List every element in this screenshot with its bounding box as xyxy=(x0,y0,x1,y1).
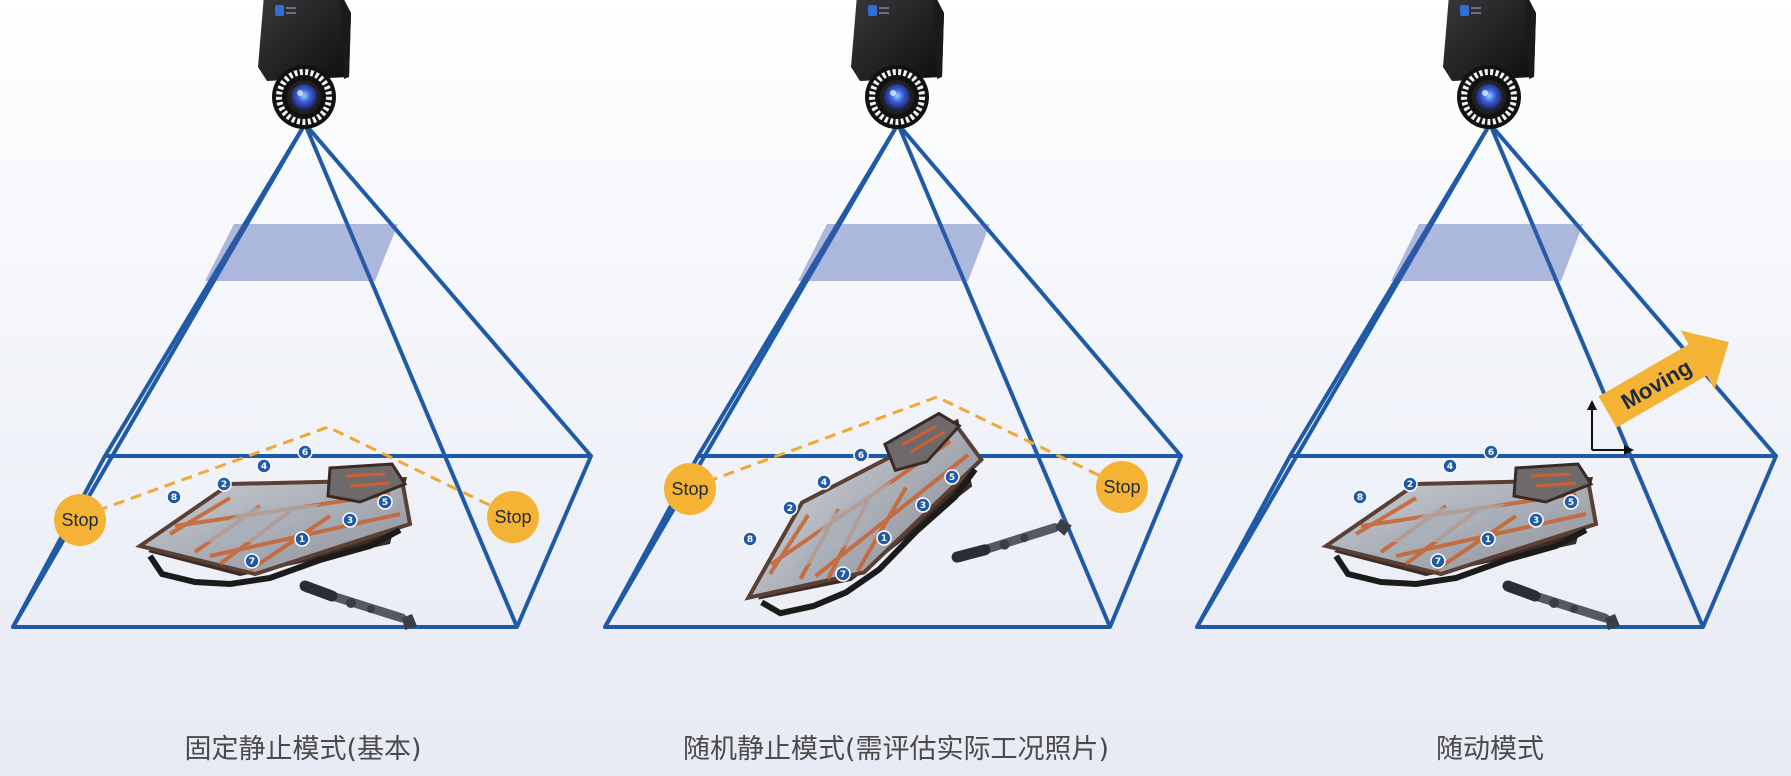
battery-pack-icon xyxy=(712,406,1007,632)
3d-camera-icon xyxy=(1443,0,1536,129)
module-badges: 1 2 3 4 5 6 7 8 xyxy=(1352,444,1579,569)
module-badges: 1 2 3 4 5 6 7 8 xyxy=(166,444,393,569)
svg-text:8: 8 xyxy=(171,493,177,503)
path-line xyxy=(79,425,513,519)
panel-fixed-static: 1 2 3 4 5 6 7 8 Stop Stop 固定静止模式(基本) xyxy=(11,0,593,765)
svg-text:3: 3 xyxy=(1533,516,1539,526)
field-band xyxy=(798,224,990,281)
viewing-frustum xyxy=(1195,122,1778,629)
svg-text:2: 2 xyxy=(787,504,793,514)
svg-text:6: 6 xyxy=(1488,448,1494,458)
svg-text:Stop: Stop xyxy=(671,479,708,499)
panel-caption: 随机静止模式(需评估实际工况照片) xyxy=(683,734,1109,765)
svg-text:6: 6 xyxy=(302,448,308,458)
svg-text:1: 1 xyxy=(299,535,305,545)
svg-text:5: 5 xyxy=(1568,498,1574,508)
svg-text:4: 4 xyxy=(261,462,267,472)
svg-text:7: 7 xyxy=(249,557,255,567)
path-line xyxy=(689,395,1122,490)
stop-marker-right: Stop xyxy=(1096,461,1148,513)
svg-text:5: 5 xyxy=(949,473,955,483)
svg-text:6: 6 xyxy=(858,451,864,461)
svg-text:2: 2 xyxy=(1407,480,1413,490)
robot-tool-icon xyxy=(1508,586,1620,630)
svg-text:7: 7 xyxy=(1435,557,1441,567)
battery-pack-icon xyxy=(140,464,410,584)
coordinate-axes-icon xyxy=(1587,400,1634,455)
svg-text:4: 4 xyxy=(821,478,827,488)
field-band xyxy=(205,224,398,281)
panel-caption: 固定静止模式(基本) xyxy=(184,734,421,765)
robot-tool-icon xyxy=(957,493,1074,593)
svg-text:Stop: Stop xyxy=(61,510,98,530)
stop-marker-left: Stop xyxy=(54,494,106,546)
field-band xyxy=(1391,224,1583,281)
stop-marker-left: Stop xyxy=(664,463,716,515)
stop-marker-right: Stop xyxy=(487,491,539,543)
viewing-frustum xyxy=(11,122,593,629)
svg-text:3: 3 xyxy=(920,501,926,511)
panel-follow-motion: 1 2 3 4 5 6 7 8 Moving 随动模式 xyxy=(1195,0,1778,765)
module-badges: 1 2 3 4 5 6 7 8 xyxy=(742,447,960,582)
viewing-frustum xyxy=(603,122,1183,629)
3d-camera-icon xyxy=(258,0,351,129)
svg-text:5: 5 xyxy=(382,498,388,508)
svg-text:4: 4 xyxy=(1447,462,1453,472)
svg-text:8: 8 xyxy=(1357,493,1363,503)
panel-caption: 随动模式 xyxy=(1436,734,1544,765)
svg-text:Stop: Stop xyxy=(494,507,531,527)
panel-random-static: 1 2 3 4 5 6 7 8 Stop Stop 随机静止模式(需评估实际工况… xyxy=(603,0,1183,765)
svg-text:1: 1 xyxy=(1485,535,1491,545)
svg-text:2: 2 xyxy=(221,480,227,490)
3d-camera-icon xyxy=(851,0,944,129)
svg-text:7: 7 xyxy=(840,570,846,580)
robot-tool-icon xyxy=(305,586,417,630)
battery-pack-icon xyxy=(1326,464,1596,584)
svg-text:8: 8 xyxy=(747,535,753,545)
svg-text:3: 3 xyxy=(347,516,353,526)
svg-text:Stop: Stop xyxy=(1103,477,1140,497)
svg-text:1: 1 xyxy=(881,534,887,544)
